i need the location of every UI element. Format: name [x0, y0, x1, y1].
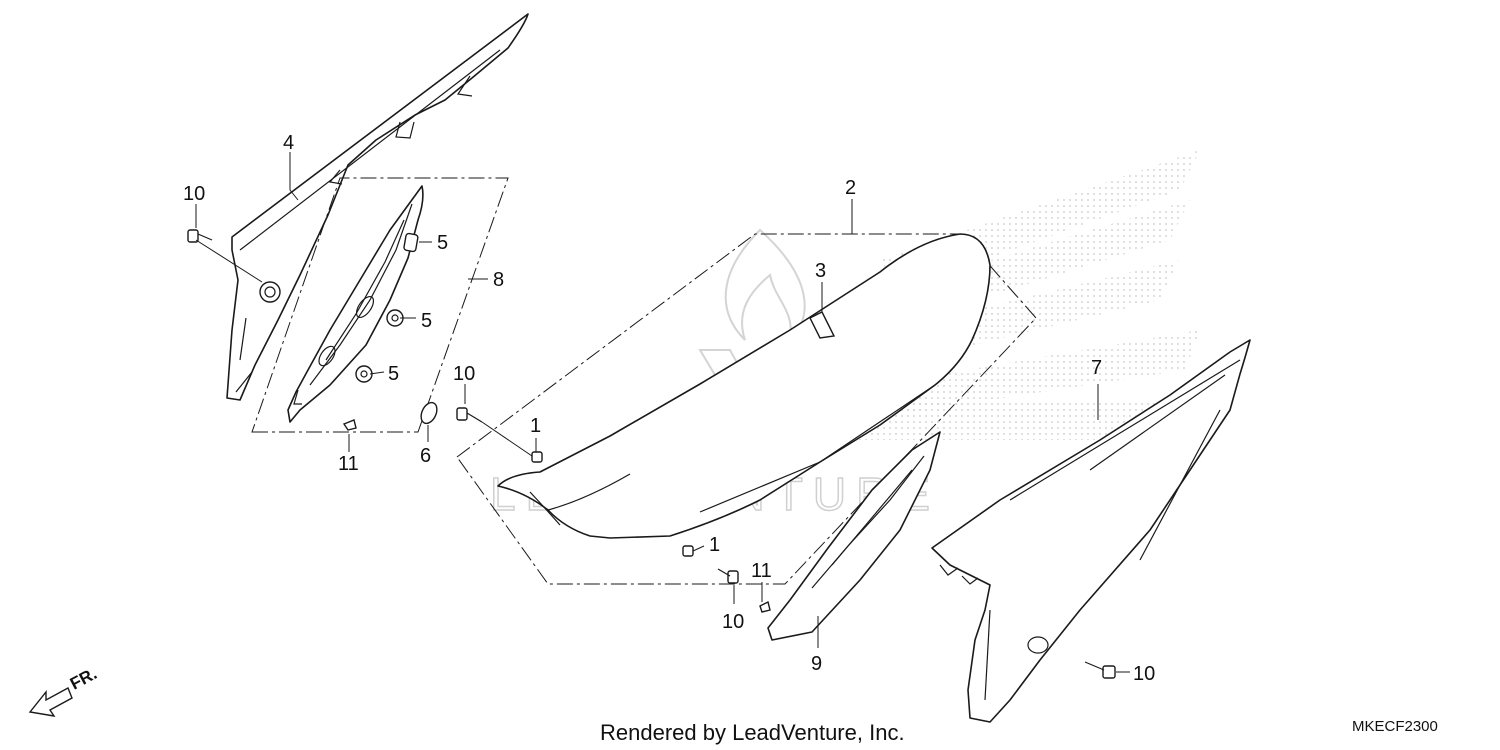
- part-2-group-boundary: [456, 233, 1037, 585]
- part-8-group-boundary: [251, 177, 509, 433]
- callout-9: 9: [811, 653, 822, 675]
- leader-lines: [195, 152, 1130, 673]
- part-10-bolt-right[interactable]: [1084, 661, 1116, 679]
- part-5-grommet-b[interactable]: [386, 309, 404, 327]
- part-7-side-cover[interactable]: [931, 339, 1251, 723]
- part-2-seat[interactable]: [497, 233, 991, 539]
- callout-5-b: 5: [421, 310, 432, 332]
- callout-10-right: 10: [1133, 663, 1155, 685]
- part-1-nut-a[interactable]: [531, 451, 543, 463]
- part-10-bolt-top-left[interactable]: [187, 229, 213, 243]
- callout-1-b: 1: [709, 534, 720, 556]
- part-5-grommet-c[interactable]: [355, 365, 373, 383]
- callout-labels: 4 10 5 8 5 5 11 6 10 1 2 3 1 10 11 9 7 1…: [183, 132, 1155, 685]
- callout-10-center: 10: [722, 611, 744, 633]
- callout-11-center: 11: [751, 560, 772, 582]
- front-direction-label: FR.: [67, 664, 100, 694]
- part-10-bolt-center[interactable]: [717, 568, 739, 584]
- part-8-side-cover-inner[interactable]: [287, 185, 424, 423]
- callout-2: 2: [845, 177, 856, 199]
- front-arrow-icon: [28, 687, 73, 717]
- callout-8: 8: [493, 269, 504, 291]
- callout-5-c: 5: [388, 363, 399, 385]
- front-direction-marker: FR.: [28, 664, 100, 717]
- callout-11-left: 11: [338, 453, 359, 475]
- callout-7: 7: [1091, 357, 1102, 379]
- part-1-nut-b[interactable]: [682, 545, 694, 557]
- part-5-grommet-a[interactable]: [403, 232, 419, 253]
- part-10-bolt-center-left[interactable]: [456, 407, 483, 423]
- footer-credit: Rendered by LeadVenture, Inc.: [600, 720, 905, 745]
- callout-1-a: 1: [530, 415, 541, 437]
- callout-5-a: 5: [437, 232, 448, 254]
- callout-10-top-left: 10: [183, 183, 205, 205]
- part-11-clip-left[interactable]: [342, 419, 357, 431]
- part-6-grommet[interactable]: [418, 400, 440, 426]
- part-9-side-cover-trim[interactable]: [767, 431, 941, 641]
- diagram-code: MKECF2300: [1352, 718, 1438, 735]
- part-4-rear-fender[interactable]: [226, 13, 529, 401]
- callout-3: 3: [815, 260, 826, 282]
- callout-4: 4: [283, 132, 294, 154]
- part-3-seat-tab[interactable]: [809, 311, 836, 339]
- callout-6: 6: [420, 445, 431, 467]
- callout-10-center-left: 10: [453, 363, 475, 385]
- part-11-clip-center[interactable]: [759, 600, 771, 613]
